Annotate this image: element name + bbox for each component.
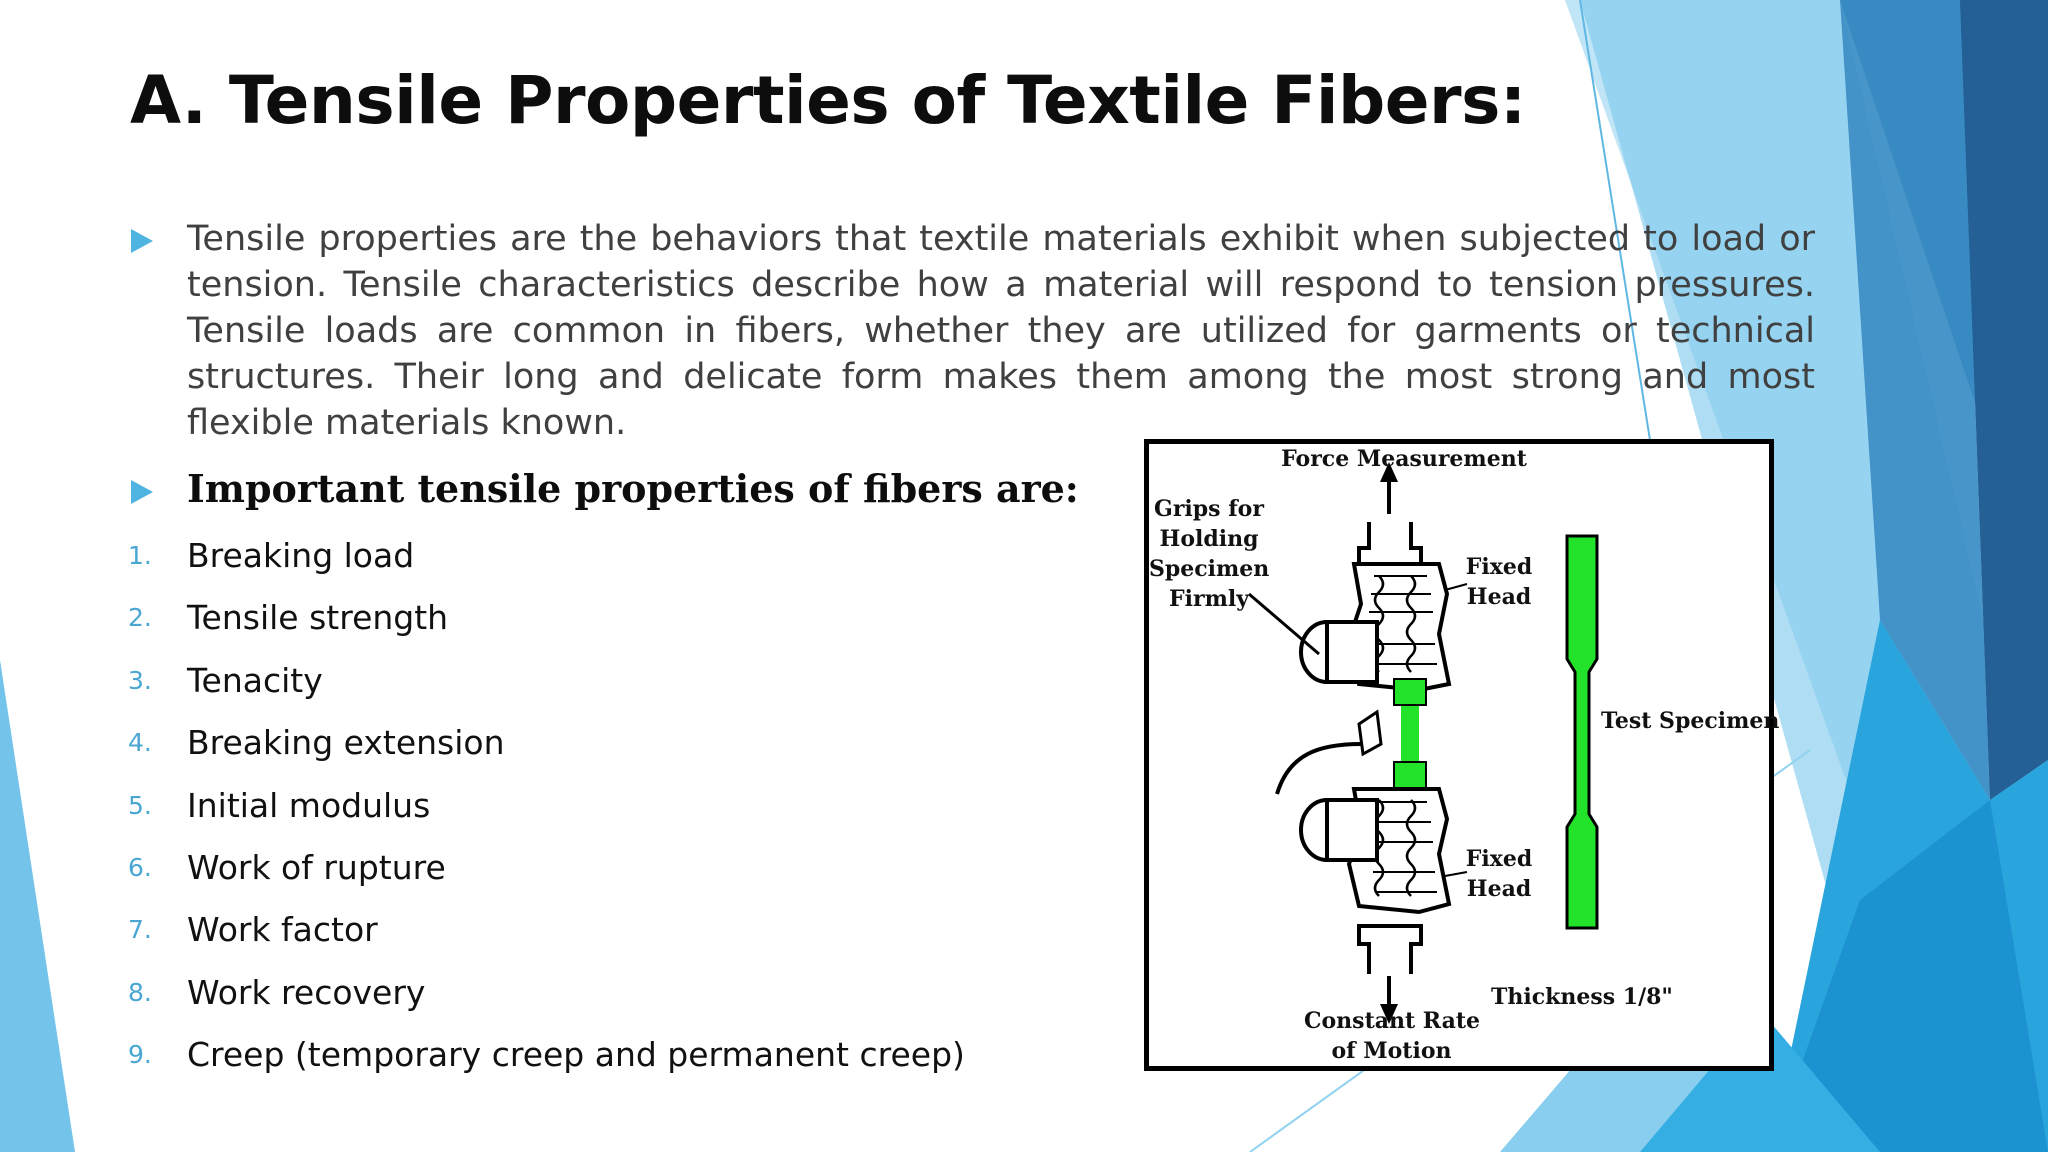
properties-subheading: Important tensile properties of fibers a…	[187, 466, 1079, 511]
list-number: 1.	[128, 541, 152, 570]
fixed-head-bottom-label: Fixed Head	[1465, 846, 1533, 902]
list-number: 2.	[128, 603, 152, 632]
test-specimen-label: Test Specimen	[1601, 708, 1780, 734]
list-label: Work factor	[187, 910, 378, 949]
list-label: Work of rupture	[187, 848, 446, 887]
list-label: Creep (temporary creep and permanent cre…	[187, 1035, 965, 1074]
list-number: 3.	[128, 666, 152, 695]
list-number: 9.	[128, 1040, 152, 1069]
triangle-right-icon	[131, 229, 153, 253]
tensile-test-diagram: Force Measurement Grips for Holding Spec…	[1144, 439, 1780, 1071]
list-label: Initial modulus	[187, 786, 431, 825]
list-label: Tenacity	[187, 661, 323, 700]
slide-title: A. Tensile Properties of Textile Fibers:	[130, 62, 1526, 139]
list-number: 6.	[128, 853, 152, 882]
list-label: Tensile strength	[187, 598, 449, 637]
list-number: 8.	[128, 978, 152, 1007]
list-label: Breaking load	[187, 536, 415, 575]
list-number: 5.	[128, 791, 152, 820]
list-label: Breaking extension	[187, 723, 505, 762]
list-label: Work recovery	[187, 973, 426, 1012]
force-measurement-label: Force Measurement	[1281, 446, 1527, 472]
list-number: 7.	[128, 915, 152, 944]
list-number: 4.	[128, 728, 152, 757]
intro-paragraph: Tensile properties are the behaviors tha…	[187, 219, 1815, 443]
triangle-right-icon	[131, 480, 153, 504]
constant-rate-label: Constant Rate of Motion	[1304, 1008, 1480, 1064]
thickness-label: Thickness 1/8"	[1491, 984, 1673, 1010]
fixed-head-top-label: Fixed Head	[1465, 554, 1533, 610]
grips-label: Grips for Holding Specimen Firmly	[1149, 496, 1270, 612]
tensile-machine-drawing	[1248, 462, 1599, 1024]
